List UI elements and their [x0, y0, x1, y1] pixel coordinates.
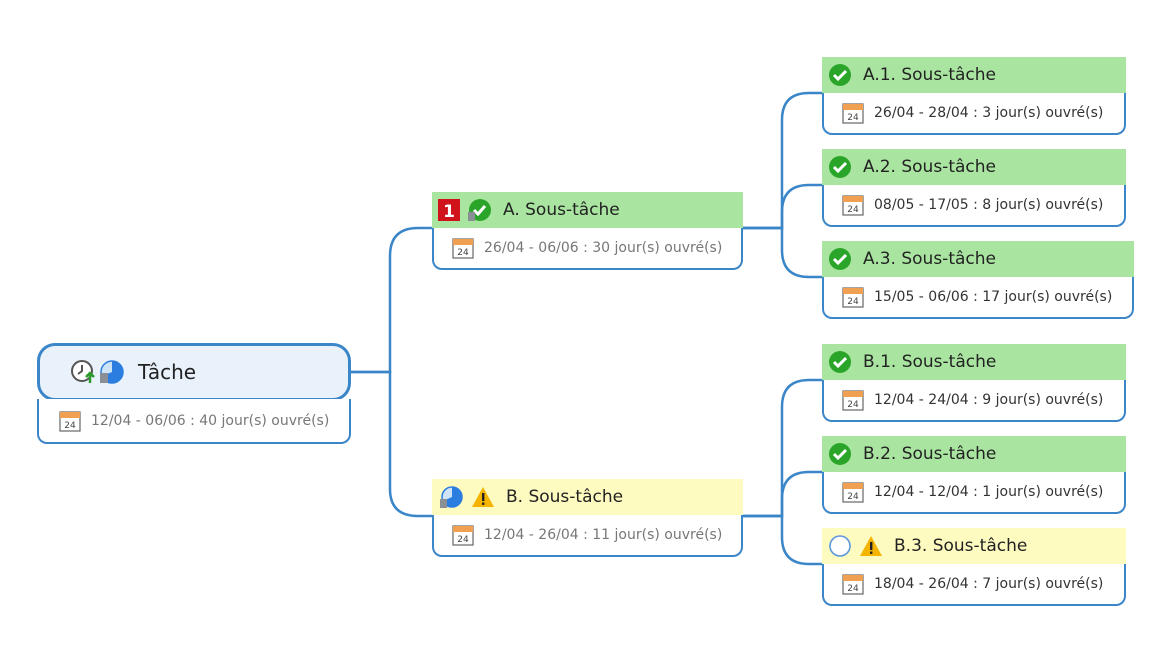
connector-root-a	[351, 226, 432, 374]
clock-arrow-icon	[71, 360, 95, 383]
partial-progress-icon	[440, 486, 463, 508]
calendar-icon: 24	[842, 287, 864, 308]
leaf-a2-dates: 08/05 - 17/05 : 8 jour(s) ouvré(s)	[874, 197, 1104, 213]
connector-b-b1	[742, 378, 822, 518]
complete-check-icon	[829, 64, 851, 86]
leaf-b2-header: B.2. Sous-tâche	[822, 436, 1126, 472]
leaf-a3-dates: 15/05 - 06/06 : 17 jour(s) ouvré(s)	[874, 289, 1113, 305]
complete-check-icon	[829, 443, 851, 465]
leaf-a2-title: A.2. Sous-tâche	[863, 157, 996, 177]
calendar-icon: 24	[59, 410, 81, 432]
leaf-b1-node[interactable]: B.1. Sous-tâche 24 12/04 - 24/04 : 9 jou…	[822, 344, 1126, 422]
branch-a-node[interactable]: 1 A. Sous-tâche 24 26/04 - 06/06 : 30 jo…	[432, 192, 743, 270]
root-title: Tâche	[138, 360, 197, 384]
svg-text:24: 24	[847, 205, 859, 215]
warning-icon	[860, 536, 882, 556]
calendar-icon: 24	[842, 482, 864, 503]
leaf-a2-header: A.2. Sous-tâche	[822, 149, 1126, 185]
leaf-a3-header: A.3. Sous-tâche	[822, 241, 1134, 277]
svg-text:24: 24	[847, 400, 859, 410]
leaf-a1-details: 24 26/04 - 28/04 : 3 jour(s) ouvré(s)	[822, 93, 1126, 135]
leaf-a2-node[interactable]: A.2. Sous-tâche 24 08/05 - 17/05 : 8 jou…	[822, 149, 1126, 227]
leaf-a1-dates: 26/04 - 28/04 : 3 jour(s) ouvré(s)	[874, 105, 1104, 121]
leaf-b3-header: B.3. Sous-tâche	[822, 528, 1126, 564]
leaf-b3-dates: 18/04 - 26/04 : 7 jour(s) ouvré(s)	[874, 576, 1104, 592]
root-node-header[interactable]: Tâche	[37, 343, 351, 401]
connector-a-a1	[742, 91, 822, 230]
calendar-icon: 24	[842, 195, 864, 216]
connector-a-a3	[742, 226, 822, 279]
svg-text:24: 24	[457, 535, 469, 545]
svg-text:24: 24	[847, 113, 859, 123]
connector-b-b3	[742, 514, 822, 566]
svg-text:24: 24	[847, 492, 859, 502]
calendar-icon: 24	[842, 574, 864, 595]
branch-a-dates: 26/04 - 06/06 : 30 jour(s) ouvré(s)	[484, 240, 723, 256]
svg-text:1: 1	[443, 202, 455, 221]
complete-check-icon	[829, 351, 851, 373]
leaf-b3-title: B.3. Sous-tâche	[894, 536, 1028, 556]
leaf-a1-header: A.1. Sous-tâche	[822, 57, 1126, 93]
leaf-b2-node[interactable]: B.2. Sous-tâche 24 12/04 - 12/04 : 1 jou…	[822, 436, 1126, 514]
leaf-a1-title: A.1. Sous-tâche	[863, 65, 996, 85]
leaf-b1-header: B.1. Sous-tâche	[822, 344, 1126, 380]
leaf-b3-node[interactable]: B.3. Sous-tâche 24 18/04 - 26/04 : 7 jou…	[822, 528, 1126, 606]
leaf-a2-details: 24 08/05 - 17/05 : 8 jour(s) ouvré(s)	[822, 185, 1126, 227]
calendar-icon: 24	[452, 525, 474, 546]
complete-check-icon	[829, 248, 851, 270]
leaf-b1-title: B.1. Sous-tâche	[863, 352, 997, 372]
svg-text:24: 24	[64, 421, 76, 431]
branch-b-title: B. Sous-tâche	[506, 487, 624, 507]
svg-text:24: 24	[457, 248, 469, 258]
branch-b-dates: 12/04 - 26/04 : 11 jour(s) ouvré(s)	[484, 527, 723, 543]
complete-check-icon	[468, 199, 491, 221]
branch-a-header: 1 A. Sous-tâche	[432, 192, 743, 228]
svg-text:24: 24	[847, 584, 859, 594]
calendar-icon: 24	[452, 238, 474, 259]
leaf-b2-dates: 12/04 - 12/04 : 1 jour(s) ouvré(s)	[874, 484, 1104, 500]
leaf-a3-title: A.3. Sous-tâche	[863, 249, 996, 269]
warning-icon	[472, 487, 494, 507]
priority-1-icon: 1	[438, 199, 460, 221]
branch-a-title: A. Sous-tâche	[503, 200, 620, 220]
svg-text:24: 24	[847, 297, 859, 307]
calendar-icon: 24	[842, 103, 864, 124]
connector-a-a2	[742, 183, 822, 230]
connector-b-b2	[742, 470, 822, 518]
branch-b-header: B. Sous-tâche	[432, 479, 743, 515]
complete-check-icon	[829, 156, 851, 178]
connector-root-b	[351, 370, 432, 518]
leaf-a1-node[interactable]: A.1. Sous-tâche 24 26/04 - 28/04 : 3 jou…	[822, 57, 1126, 135]
root-dates: 12/04 - 06/06 : 40 jour(s) ouvré(s)	[91, 412, 330, 429]
leaf-b3-details: 24 18/04 - 26/04 : 7 jour(s) ouvré(s)	[822, 564, 1126, 606]
branch-b-details: 24 12/04 - 26/04 : 11 jour(s) ouvré(s)	[432, 515, 743, 557]
leaf-b1-dates: 12/04 - 24/04 : 9 jour(s) ouvré(s)	[874, 392, 1104, 408]
leaf-a3-details: 24 15/05 - 06/06 : 17 jour(s) ouvré(s)	[822, 277, 1134, 319]
leaf-a3-node[interactable]: A.3. Sous-tâche 24 15/05 - 06/06 : 17 jo…	[822, 241, 1134, 319]
partial-progress-icon	[100, 360, 124, 384]
branch-a-details: 24 26/04 - 06/06 : 30 jour(s) ouvré(s)	[432, 228, 743, 270]
leaf-b1-details: 24 12/04 - 24/04 : 9 jour(s) ouvré(s)	[822, 380, 1126, 422]
leaf-b2-title: B.2. Sous-tâche	[863, 444, 997, 464]
calendar-icon: 24	[842, 390, 864, 411]
not-started-circle-icon	[829, 535, 851, 557]
leaf-b2-details: 24 12/04 - 12/04 : 1 jour(s) ouvré(s)	[822, 472, 1126, 514]
root-node-details: 24 12/04 - 06/06 : 40 jour(s) ouvré(s)	[37, 399, 351, 444]
branch-b-node[interactable]: B. Sous-tâche 24 12/04 - 26/04 : 11 jour…	[432, 479, 743, 557]
